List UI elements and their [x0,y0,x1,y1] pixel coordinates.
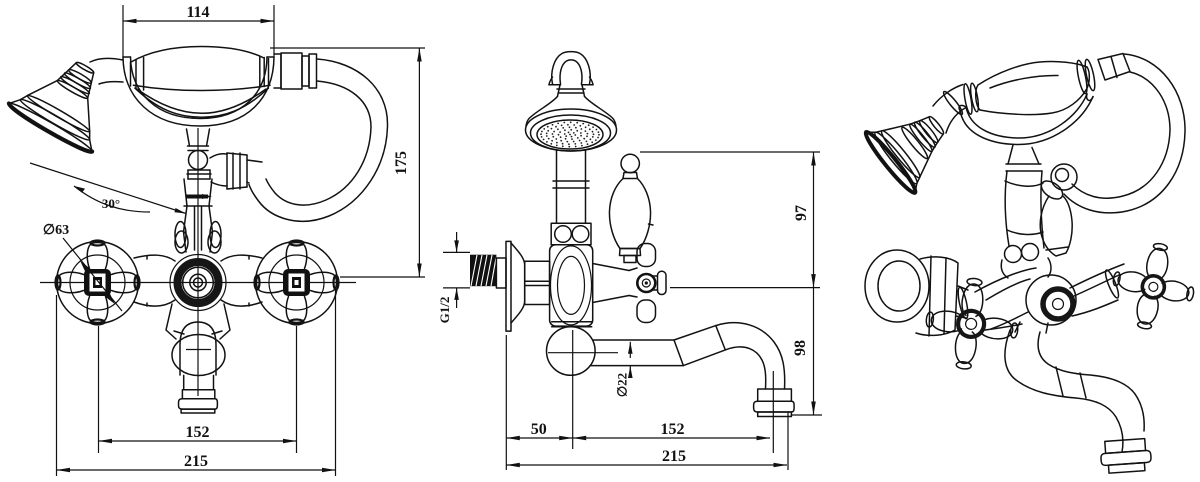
svg-text:G1/2: G1/2 [437,297,452,324]
svg-text:98: 98 [792,340,809,356]
svg-text:114: 114 [186,4,209,21]
svg-text:97: 97 [793,205,810,221]
svg-text:30°: 30° [102,196,120,211]
svg-text:50: 50 [531,421,547,438]
svg-text:152: 152 [186,424,210,441]
svg-text:∅63: ∅63 [43,223,69,238]
svg-text:152: 152 [661,421,685,438]
svg-text:215: 215 [184,453,208,470]
svg-text:∅22: ∅22 [615,373,630,397]
svg-text:175: 175 [393,151,410,175]
svg-text:215: 215 [662,448,686,465]
